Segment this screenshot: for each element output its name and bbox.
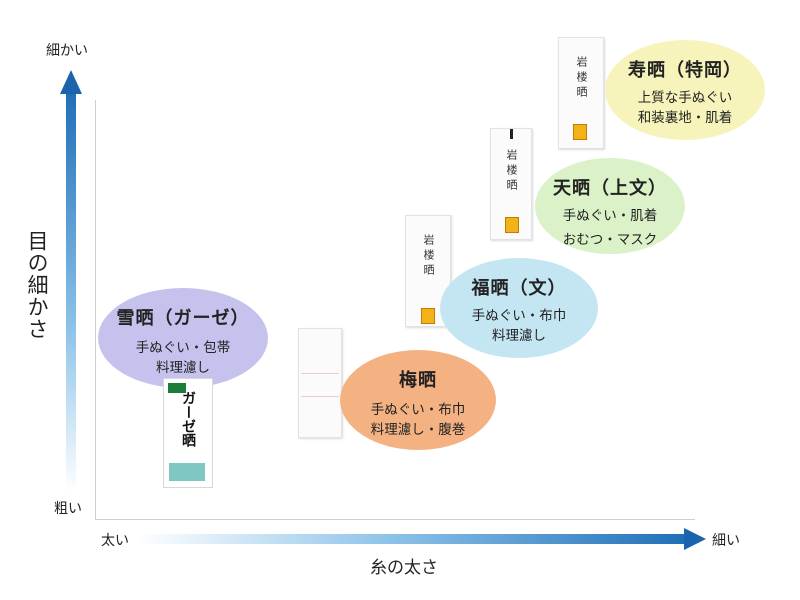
y-axis-top-label: 細かい xyxy=(46,43,88,59)
package-yuki-box xyxy=(169,463,205,481)
package-fuku-text: 岩楼晒 xyxy=(422,234,435,279)
y-axis-title: 目の細かさ xyxy=(25,230,49,340)
bubble-ume-title: 梅晒 xyxy=(399,370,437,391)
x-axis-left-label: 太い xyxy=(101,533,129,549)
y-axis-bottom-label: 粗い xyxy=(54,501,82,517)
package-ten-logo xyxy=(505,217,519,233)
package-kotobuki: 岩楼晒 xyxy=(558,37,604,149)
bubble-kotobuki-use-2: 和装裏地・肌着 xyxy=(637,110,733,126)
package-ten-text: 岩楼晒 xyxy=(505,149,518,194)
bubble-kotobuki-use-1: 上質な手ぬぐい xyxy=(637,90,733,106)
x-axis-right-label: 細い xyxy=(712,533,740,549)
package-yuki-text: ガーゼ晒 xyxy=(180,391,196,447)
package-ten-band xyxy=(510,129,514,139)
bubble-ten: 天晒（上文） 手ぬぐい・肌着 おむつ・マスク xyxy=(535,158,685,254)
bubble-yuki-use-1: 手ぬぐい・包帯 xyxy=(135,340,231,356)
y-axis-arrow xyxy=(66,92,76,492)
bubble-fuku-title: 福晒（文） xyxy=(471,278,567,299)
package-yuki: ガーゼ晒 xyxy=(163,378,213,488)
bubble-yuki: 雪晒（ガーゼ） 手ぬぐい・包帯 料理濾し xyxy=(98,288,268,388)
y-axis-arrow-head xyxy=(60,70,82,94)
bubble-fuku-use-2: 料理濾し xyxy=(492,328,546,344)
bubble-yuki-title: 雪晒（ガーゼ） xyxy=(116,308,250,329)
bubble-ume-use-2: 料理濾し・腹巻 xyxy=(370,422,466,438)
package-kotobuki-text: 岩楼晒 xyxy=(575,56,588,101)
x-axis-title: 糸の太さ xyxy=(370,558,438,578)
plot-frame-bottom xyxy=(95,519,695,520)
bubble-kotobuki: 寿晒（特岡） 上質な手ぬぐい 和装裏地・肌着 xyxy=(605,40,765,140)
package-ten: 岩楼晒 xyxy=(490,128,532,240)
plot-frame-left xyxy=(95,100,96,520)
bubble-kotobuki-title: 寿晒（特岡） xyxy=(628,60,742,81)
package-ume-strip xyxy=(301,373,339,397)
package-ume xyxy=(298,328,342,438)
bubble-ten-use-1: 手ぬぐい・肌着 xyxy=(562,208,658,224)
bubble-fuku: 福晒（文） 手ぬぐい・布巾 料理濾し xyxy=(440,258,598,358)
bubble-fuku-use-1: 手ぬぐい・布巾 xyxy=(471,308,567,324)
bubble-ten-title: 天晒（上文） xyxy=(553,178,667,199)
bubble-ume-use-1: 手ぬぐい・布巾 xyxy=(370,402,466,418)
package-yuki-label xyxy=(168,383,186,393)
bubble-ume: 梅晒 手ぬぐい・布巾 料理濾し・腹巻 xyxy=(340,350,496,450)
package-kotobuki-logo xyxy=(573,124,587,140)
x-axis-arrow-head xyxy=(684,528,706,550)
package-fuku-logo xyxy=(421,308,435,324)
bubble-ten-use-2: おむつ・マスク xyxy=(562,232,658,248)
x-axis-arrow xyxy=(138,534,686,544)
bubble-yuki-use-2: 料理濾し xyxy=(156,360,210,376)
